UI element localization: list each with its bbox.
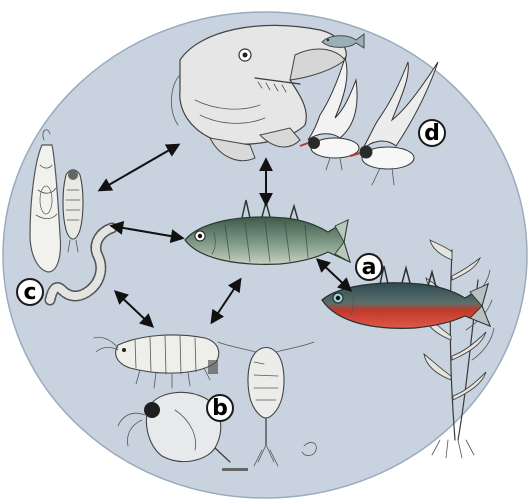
label-b: b [207, 395, 233, 421]
svg-text:a: a [362, 255, 377, 280]
svg-text:c: c [23, 280, 36, 305]
label-c: c [17, 279, 43, 305]
label-a: a [356, 254, 382, 280]
label-d: d [419, 120, 445, 146]
svg-text:d: d [424, 121, 440, 146]
svg-text:b: b [212, 396, 228, 421]
